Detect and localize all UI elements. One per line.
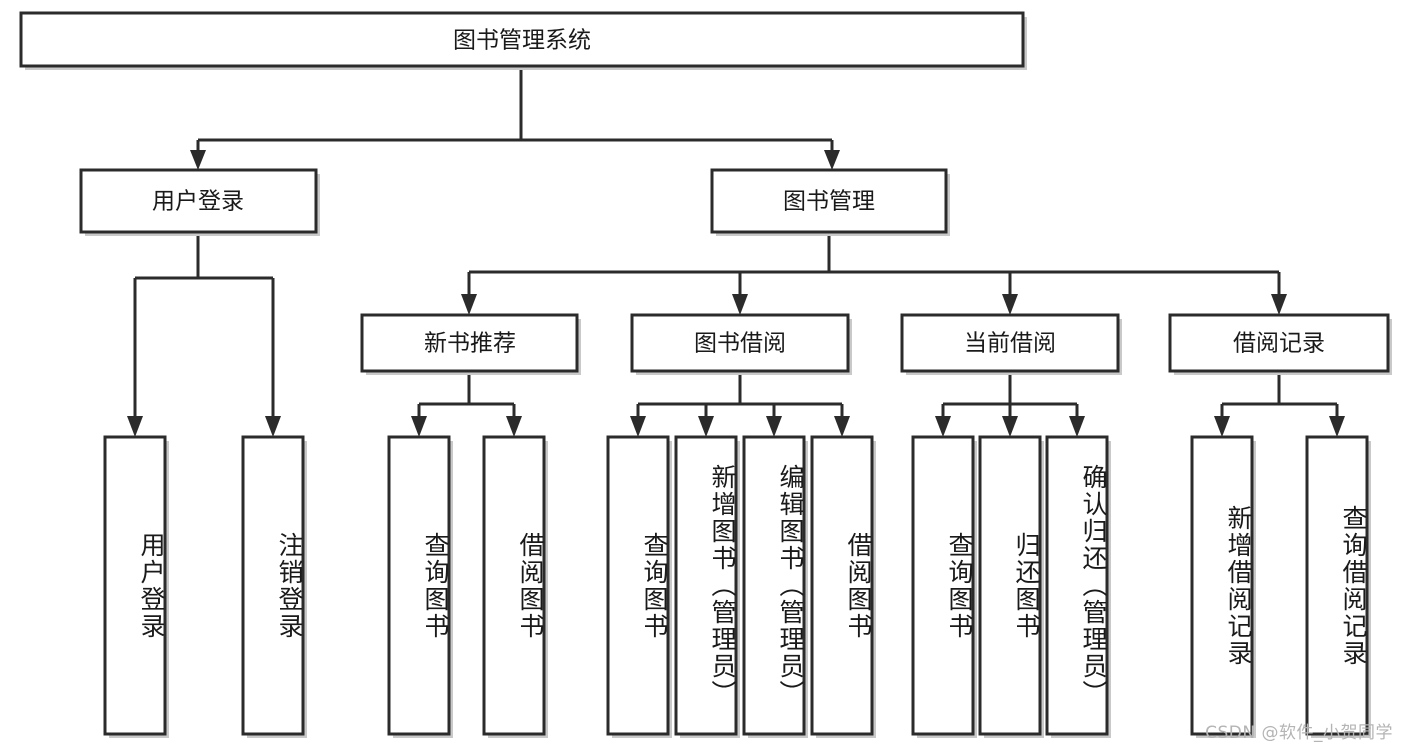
leaf-return-book-box[interactable]: [978, 435, 1042, 736]
arrow-leaf-return-book: [1002, 416, 1018, 437]
arrow-leaf-query-book-3: [935, 416, 951, 437]
node-root-label: 图书管理系统: [453, 28, 591, 54]
leaf-add-record-box[interactable]: [1190, 435, 1254, 736]
node-root-box[interactable]: [19, 11, 1025, 68]
arrow-leaf-borrow-book-2: [834, 416, 850, 437]
arrow-leaf-user-login: [127, 416, 143, 437]
leaf-borrow-book-1-box[interactable]: [482, 435, 546, 736]
arrow-leaf-confirm-return: [1069, 416, 1085, 437]
leaf-borrow-book-2-box[interactable]: [810, 435, 874, 736]
node-root[interactable]: 图书管理系统: [19, 11, 1027, 70]
node-book-manage-label: 图书管理: [783, 189, 875, 215]
leaf-query-book-3-box[interactable]: [911, 435, 975, 736]
leaf-edit-book-box[interactable]: [742, 435, 806, 736]
arrow-leaf-query-book-2: [630, 416, 646, 437]
leaf-query-book-2-box[interactable]: [606, 435, 670, 736]
node-borrow-record-label: 借阅记录: [1233, 331, 1325, 357]
node-current-borrow-label: 当前借阅: [964, 331, 1056, 357]
node-book-manage-box[interactable]: [710, 168, 948, 234]
csdn-watermark: CSDN @软件_小贺同学: [1205, 723, 1393, 743]
node-borrow-record[interactable]: 借阅记录: [1168, 313, 1392, 375]
leaf-boxes-layer: [103, 435, 1371, 738]
leaf-query-record-box[interactable]: [1305, 435, 1369, 736]
node-book-manage[interactable]: 图书管理: [710, 168, 950, 236]
node-book-borrow[interactable]: 图书借阅: [630, 313, 852, 375]
node-current-borrow[interactable]: 当前借阅: [900, 313, 1122, 375]
arrow-user-login: [190, 150, 206, 170]
node-book-borrow-label: 图书借阅: [694, 331, 786, 357]
arrow-current-borrow: [1002, 294, 1018, 315]
leaf-user-logout-box[interactable]: [241, 435, 305, 736]
arrow-book-manage: [824, 150, 840, 170]
node-user-login-label: 用户登录: [152, 189, 244, 215]
node-new-book-recommend-box[interactable]: [360, 313, 579, 373]
arrow-leaf-add-book: [698, 416, 714, 437]
node-user-login-box[interactable]: [79, 168, 318, 234]
node-user-login[interactable]: 用户登录: [79, 168, 320, 236]
arrow-leaf-edit-book: [766, 416, 782, 437]
node-book-borrow-box[interactable]: [630, 313, 850, 373]
leaf-query-book-1-box[interactable]: [387, 435, 451, 736]
arrow-book-borrow: [732, 294, 748, 315]
node-new-book-recommend-label: 新书推荐: [424, 331, 516, 357]
leaf-user-login-box[interactable]: [103, 435, 167, 736]
leaf-confirm-return-box[interactable]: [1045, 435, 1109, 736]
leaf-add-book-box[interactable]: [674, 435, 738, 736]
arrow-new-book-recommend: [461, 294, 477, 315]
arrow-borrow-record: [1271, 294, 1287, 315]
arrow-leaf-add-record: [1214, 416, 1230, 437]
arrow-leaf-borrow-book-1: [506, 416, 522, 437]
edges-layer: [127, 68, 1345, 437]
node-current-borrow-box[interactable]: [900, 313, 1120, 373]
arrow-leaf-query-book-1: [411, 416, 427, 437]
arrow-leaf-query-record: [1329, 416, 1345, 437]
node-new-book-recommend[interactable]: 新书推荐: [360, 313, 581, 375]
node-borrow-record-box[interactable]: [1168, 313, 1390, 373]
arrow-leaf-user-logout: [265, 416, 281, 437]
